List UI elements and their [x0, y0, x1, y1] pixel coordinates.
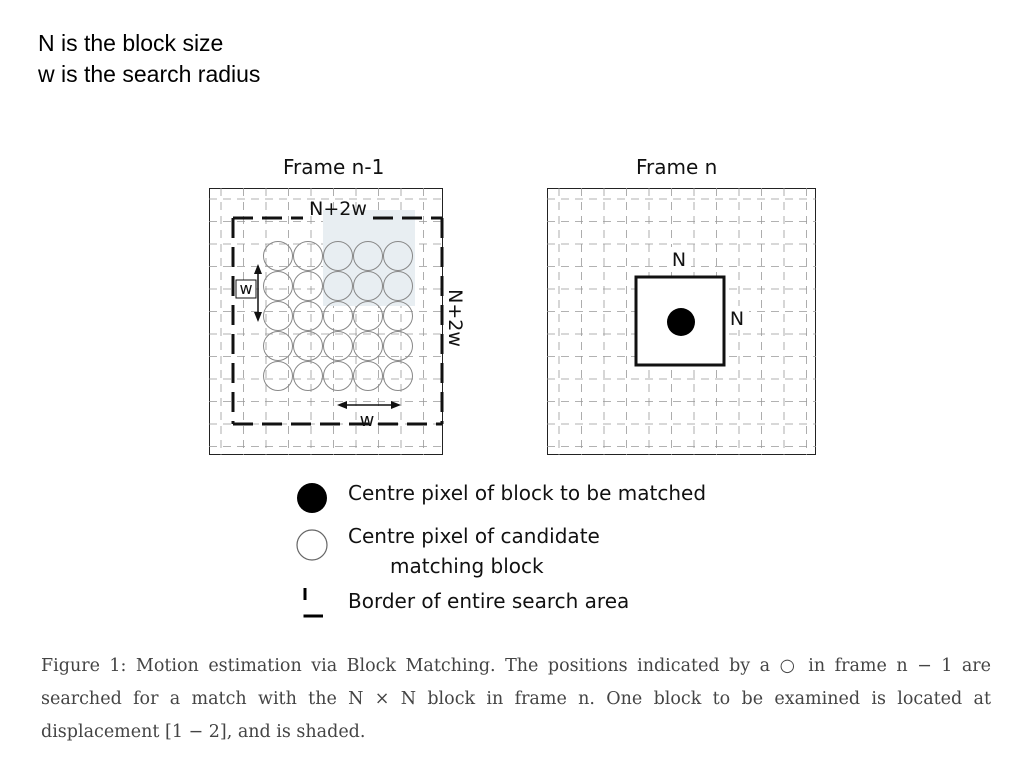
top-extent-label: N+2w — [309, 198, 367, 220]
shaded-candidate-block — [323, 210, 415, 306]
candidate-circle — [263, 241, 293, 271]
candidate-circle — [353, 361, 383, 391]
candidate-circle — [263, 271, 293, 301]
candidate-circle — [293, 301, 323, 331]
caption-text: Figure 1: Motion estimation via Block Ma… — [41, 656, 991, 742]
side-extent-label: N+2w — [444, 289, 466, 347]
candidate-circle — [323, 241, 353, 271]
dashed-corner-icon — [303, 588, 323, 618]
candidate-circle — [293, 271, 323, 301]
candidate-circle — [293, 241, 323, 271]
n-top-label-mask — [667, 247, 691, 271]
horizontal-arrow-head-left — [337, 401, 347, 409]
vertical-arrow-head-down — [254, 312, 262, 322]
search-radius-note: w is the search radius — [38, 61, 261, 87]
candidate-circles — [263, 241, 413, 391]
candidate-circle — [293, 331, 323, 361]
candidate-circle — [323, 331, 353, 361]
block-size-note: N is the block size — [38, 30, 224, 56]
candidate-circle — [323, 301, 353, 331]
candidate-circle — [263, 361, 293, 391]
definitions: N is the block size w is the search radi… — [38, 28, 260, 90]
vertical-w-box — [235, 279, 257, 299]
candidate-circle — [383, 301, 413, 331]
candidate-circle — [293, 361, 323, 391]
figure-caption: Figure 1: Motion estimation via Block Ma… — [41, 650, 991, 749]
candidate-circle — [383, 271, 413, 301]
side-label-mask — [447, 283, 465, 353]
legend-hollow-label: Centre pixel of candidate matching block — [348, 521, 600, 581]
vertical-arrow-head-up — [254, 264, 262, 274]
candidate-circle — [383, 241, 413, 271]
block-height-label: N — [730, 308, 744, 330]
frame-n-panel: N N — [547, 188, 816, 455]
candidate-circle — [353, 301, 383, 331]
block-width-label: N — [672, 249, 686, 271]
search-area-border — [231, 216, 444, 426]
candidate-circle — [353, 271, 383, 301]
candidate-circle — [323, 271, 353, 301]
candidate-circle — [263, 331, 293, 361]
legend-border-label: Border of entire search area — [348, 589, 630, 613]
horizontal-w-arrow — [337, 401, 401, 409]
n-side-label-mask — [727, 306, 749, 330]
block-centre-pixel — [667, 308, 695, 336]
vertical-w-arrow — [254, 264, 262, 322]
frame-n-title: Frame n — [636, 155, 718, 179]
candidate-circle — [383, 361, 413, 391]
vertical-w-label: w — [239, 279, 252, 298]
horizontal-arrow-head-right — [391, 401, 401, 409]
candidate-circle — [353, 331, 383, 361]
frame-n-minus-1-title: Frame n-1 — [283, 155, 385, 179]
horizontal-w-label: w — [360, 410, 375, 431]
legend-hollow-line2: matching block — [390, 554, 544, 578]
candidate-circle — [263, 301, 293, 331]
legend-hollow-line1: Centre pixel of candidate — [348, 524, 600, 548]
filled-circle-icon — [297, 483, 327, 513]
hollow-circle-icon — [296, 529, 328, 561]
frame-n-minus-1-panel: N+2w N+2w w w — [209, 188, 466, 455]
legend-filled-label: Centre pixel of block to be matched — [348, 481, 707, 505]
candidate-circle — [323, 361, 353, 391]
candidate-circle — [353, 241, 383, 271]
candidate-circle — [383, 331, 413, 361]
